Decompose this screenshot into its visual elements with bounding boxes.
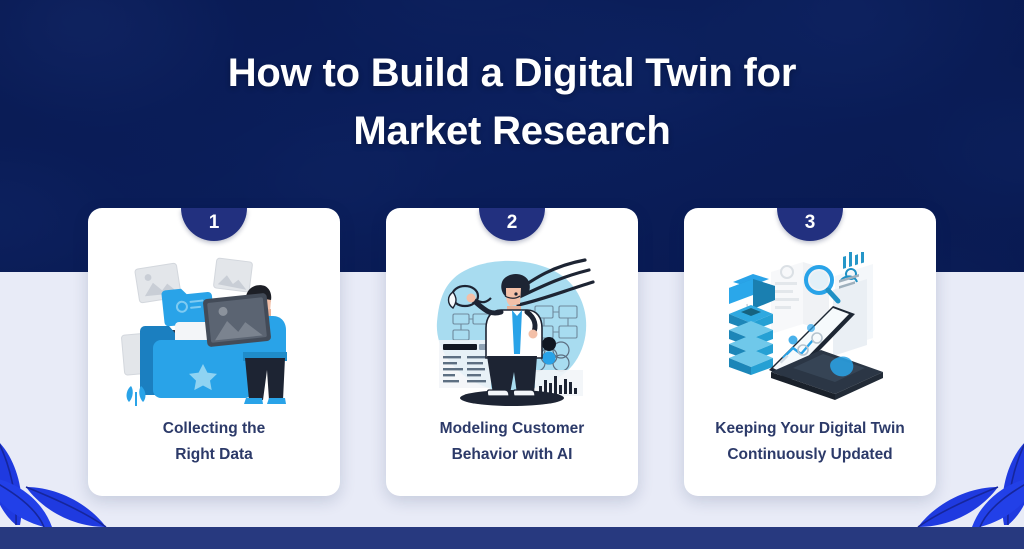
step-number-badge-1: 1 xyxy=(181,208,247,241)
step-number-1: 1 xyxy=(208,212,220,233)
step-card-3[interactable]: 3 xyxy=(684,208,936,496)
page-title: How to Build a Digital Twin for Market R… xyxy=(0,44,1024,160)
step-illustration-1 xyxy=(119,252,309,412)
leaves-icon xyxy=(0,443,107,528)
step-caption-3-line-1: Keeping Your Digital Twin xyxy=(715,420,905,437)
man-with-cables-diagrams-icon xyxy=(436,258,595,406)
step-card-1[interactable]: 1 xyxy=(88,208,340,496)
step-caption-2: Modeling Customer Behavior with AI xyxy=(397,416,627,467)
leaves-icon xyxy=(917,443,1024,528)
step-caption-2-line-2: Behavior with AI xyxy=(451,445,573,463)
title-line-1: How to Build a Digital Twin for xyxy=(227,51,797,95)
step-number-badge-2: 2 xyxy=(479,208,545,241)
step-caption-3: Keeping Your Digital Twin Continuously U… xyxy=(695,416,925,467)
step-caption-1-line-1: Collecting the xyxy=(162,420,266,437)
step-illustration-3 xyxy=(715,252,905,412)
step-caption-1-line-2: Right Data xyxy=(175,445,253,463)
steps-container: 1 xyxy=(88,208,936,496)
step-card-2[interactable]: 2 xyxy=(386,208,638,496)
folder-photos-person-icon xyxy=(121,257,287,406)
step-number-3: 3 xyxy=(804,212,816,233)
step-caption-1: Collecting the Right Data xyxy=(99,416,329,467)
right-leaves-decoration xyxy=(888,407,1024,528)
title-line-2: Market Research xyxy=(353,109,671,153)
step-number-badge-3: 3 xyxy=(777,208,843,241)
step-caption-2-line-1: Modeling Customer xyxy=(439,420,585,437)
isometric-laptop-dashboard-server-icon xyxy=(729,252,883,400)
step-illustration-2 xyxy=(417,252,607,412)
step-caption-3-line-2: Continuously Updated xyxy=(727,445,893,463)
footer-bar xyxy=(0,527,1024,549)
left-leaves-decoration xyxy=(0,407,136,528)
step-number-2: 2 xyxy=(506,212,518,233)
